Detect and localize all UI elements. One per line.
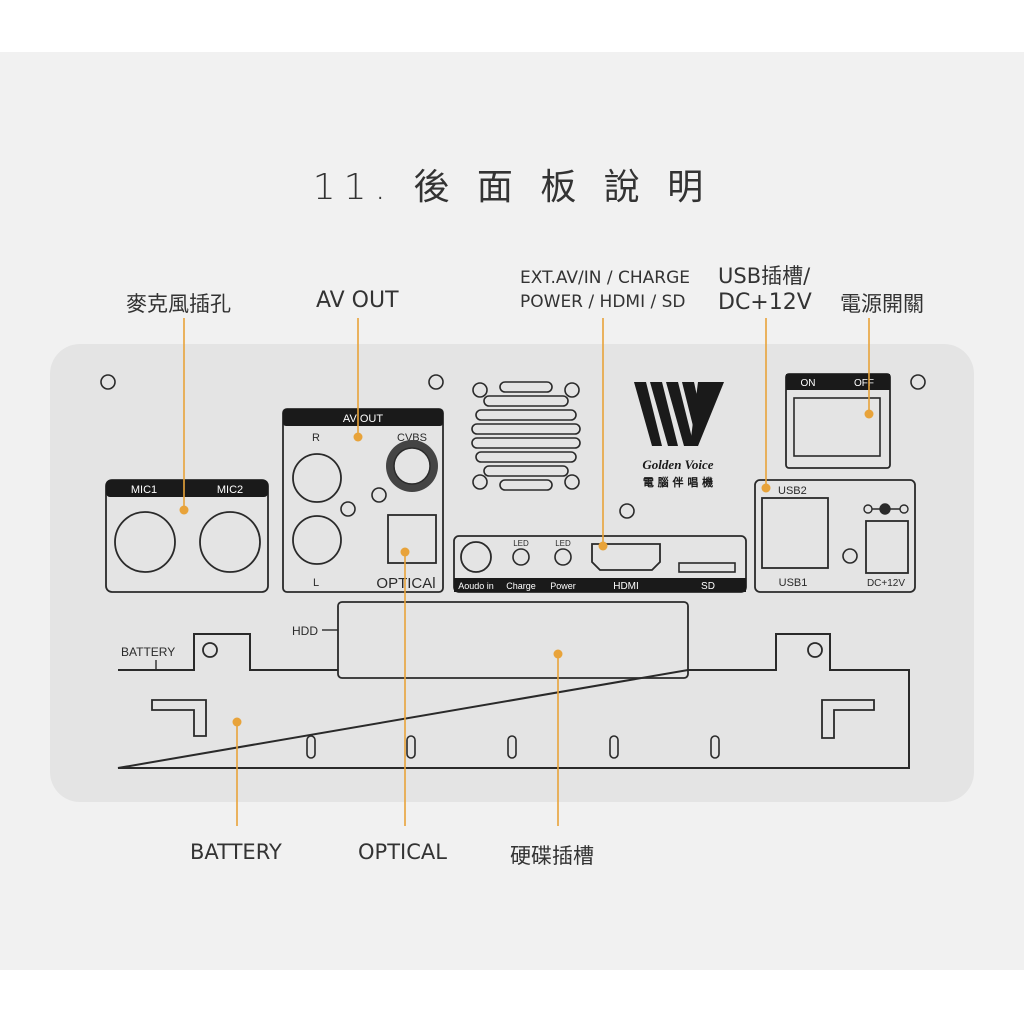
usb-dc-block: USB2 USB1 DC+12V (754, 479, 916, 593)
small-hole (371, 487, 387, 503)
battery-panel-label: BATTERY (121, 645, 175, 659)
led2-label: LED (555, 539, 571, 548)
charge-label: Charge (506, 581, 536, 591)
rear-panel (50, 344, 974, 802)
brand-english: Golden Voice (642, 457, 713, 472)
speaker-grille (471, 381, 581, 491)
callout-battery: BATTERY (190, 840, 282, 864)
power-label: Power (550, 581, 576, 591)
audio-in-jack (460, 541, 492, 573)
callout-av-out: AV OUT (316, 288, 399, 313)
callout-mic-jack: 麥克風插孔 (126, 292, 231, 316)
dc-polarity-icon (863, 503, 909, 515)
brand-chinese: 電 腦 伴 唱 機 (643, 475, 713, 489)
callout-optical: OPTICAL (358, 840, 447, 864)
golden-voice-logo: Golden Voice 電 腦 伴 唱 機 (634, 382, 724, 489)
hdmi-label: HDMI (613, 581, 639, 592)
r-jack (292, 453, 342, 503)
l-label: L (313, 577, 319, 589)
optical-label: OPTICAl (376, 575, 435, 592)
mic-block: MIC1 MIC2 (105, 479, 269, 593)
optical-port (387, 514, 437, 564)
on-label: ON (801, 378, 816, 389)
usb1-label: USB1 (779, 577, 808, 589)
battery-tray (117, 633, 910, 769)
callout-ext-line1: EXT.AV/IN / CHARGE (520, 268, 691, 288)
hdmi-port (591, 543, 661, 571)
av-out-block: AV OUT R CVBS L OPTICAl (282, 408, 444, 593)
dc12v-label: DC+12V (867, 578, 905, 589)
mic1-label: MIC1 (131, 484, 157, 496)
mic1-jack (114, 511, 176, 573)
rocker-switch (793, 397, 881, 457)
hdd-slot (337, 601, 689, 679)
power-led (554, 548, 572, 566)
usb-port (761, 497, 829, 569)
callout-power-switch: 電源開關 (840, 292, 924, 316)
dc-jack (865, 520, 909, 574)
mic2-jack (199, 511, 261, 573)
ext-io-block: LED LED Aoudo in Charge Power HDMI SD (453, 535, 747, 593)
sd-label: SD (701, 581, 715, 592)
callout-hdd-slot: 硬碟插槽 (510, 844, 594, 868)
screw-hole (428, 374, 444, 390)
screw-hole (910, 374, 926, 390)
off-label: OFF (854, 378, 874, 389)
callout-usb-line2: DC+12V (718, 290, 812, 315)
callout-lines (179, 318, 874, 826)
callout-ext-line2: POWER / HDMI / SD (520, 292, 686, 312)
screw-hole (100, 374, 116, 390)
power-switch-block: ON OFF (785, 373, 891, 469)
small-hole (340, 501, 356, 517)
led1-label: LED (513, 539, 529, 548)
callout-usb-line1: USB插槽/ (718, 264, 811, 288)
cvbs-label: CVBS (397, 432, 427, 444)
screw-hole (619, 503, 635, 519)
page-title: 11. 後 面 板 說 明 (312, 167, 712, 208)
mic2-label: MIC2 (217, 484, 243, 496)
audio-in-label: Aoudo in (458, 581, 494, 591)
r-label: R (312, 432, 320, 444)
usb2-label: USB2 (778, 485, 807, 497)
small-hole (842, 548, 858, 564)
av-out-header: AV OUT (343, 413, 383, 425)
sd-slot (678, 562, 736, 573)
charge-led (512, 548, 530, 566)
hdd-label: HDD (292, 624, 318, 638)
l-jack (292, 515, 342, 565)
